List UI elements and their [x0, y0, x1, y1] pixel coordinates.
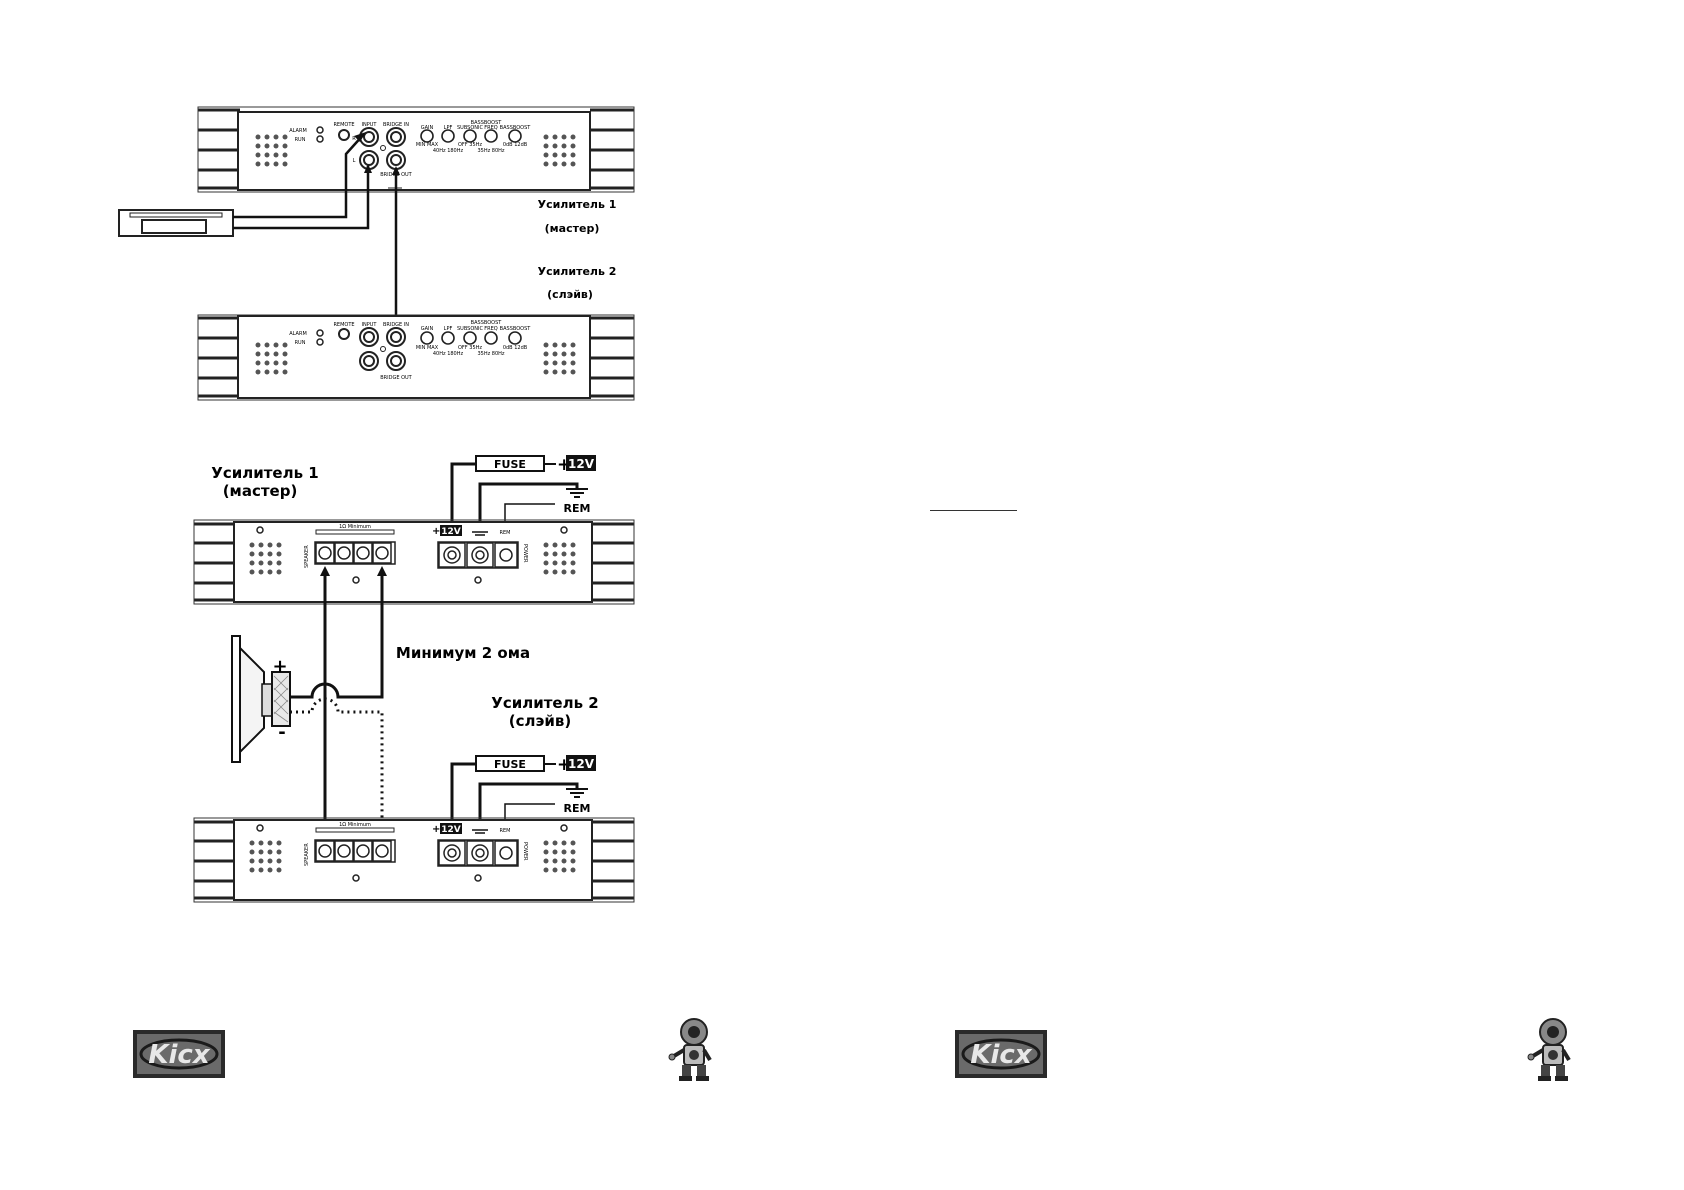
kicx-logo-right: Kicx [955, 1030, 1047, 1078]
kicx-logo-left: Kicx [133, 1030, 225, 1078]
pw-rem-1: REM [500, 530, 511, 536]
amp1-rca-panel: ALARM RUN REMOTE INPUT BRIDGE IN R L BRI… [197, 106, 635, 193]
bass-range: 0dB 12dB [503, 142, 528, 148]
pw-12v-1: 12V [441, 527, 461, 537]
freq-range-2: 35Hz 80Hz [477, 351, 504, 357]
run-label: RUN [295, 137, 306, 143]
remote-label: REMOTE [333, 122, 354, 128]
speaker-plus-label: + [272, 656, 287, 677]
robot-mascot-icon-right [1527, 1018, 1571, 1081]
bassboost-level-label: BASSBOOST [500, 125, 532, 131]
rem-label-2: REM [564, 802, 591, 815]
logo-text-right: Kicx [970, 1040, 1032, 1070]
bassboost-label-2: BASSBOOST [471, 320, 503, 326]
pw-plus-2: + [432, 824, 440, 835]
alarm-label-2: ALARM [289, 331, 307, 337]
bridge-in-label: BRIDGE IN [383, 122, 409, 128]
input-label: INPUT [362, 122, 378, 128]
head-unit [118, 209, 234, 237]
battery-icon-1 [566, 455, 596, 471]
gain-label: GAIN [421, 125, 434, 131]
underline-mark [930, 510, 1017, 511]
power-label-1: POWER [522, 544, 528, 563]
freq-knob [484, 129, 498, 143]
speaker-minus-label: - [278, 722, 285, 743]
bridge-in-label-2: BRIDGE IN [383, 322, 409, 328]
rca-wires [233, 133, 398, 337]
subsonic-range: OFF 35Hz [458, 142, 482, 148]
alarm-label: ALARM [289, 128, 307, 134]
robot-mascot-icon-left [668, 1018, 712, 1081]
bassboost-label: BASSBOOST [471, 120, 503, 126]
minimum-label-2: 1Ω Minimum [339, 822, 371, 828]
lpf-label-2: LPF [444, 326, 453, 332]
run-label-2: RUN [295, 340, 306, 346]
freq-range: 35Hz 80Hz [477, 148, 504, 154]
fuse-label-1: FUSE [494, 458, 526, 471]
logo-text-left: Kicx [148, 1040, 210, 1070]
lpf-label: LPF [444, 125, 453, 131]
pw-rem-2: REM [500, 828, 511, 834]
amp2-title-bottom: Усилитель 2 [491, 694, 598, 712]
subsonic-knob [463, 129, 477, 143]
power-wiring-amp2: FUSE + 12V REM [450, 755, 596, 830]
amp2-terminal-panel: 1Ω Minimum SPEAKER + 12V REM POWER [193, 817, 635, 903]
subwoofer-speaker: + - [231, 635, 291, 763]
run-led [316, 135, 324, 143]
amp1-terminal-panel: 1Ω Minimum SPEAKER + 12V REM POWER [193, 519, 635, 605]
speaker-wires [290, 569, 384, 833]
bridge-in-jack [386, 127, 406, 147]
lpf-range-2: 40Hz 180Hz [433, 351, 464, 357]
pw-12v-2: 12V [441, 825, 461, 835]
fuse-label-2: FUSE [494, 758, 526, 771]
freq-label-2: FREQ [484, 326, 498, 332]
gain-range-2: MIN MAX [416, 345, 439, 351]
amp1-title-top: Усилитель 1 [538, 198, 617, 211]
speaker-label-2: SPEAKER [304, 843, 310, 866]
freq-label: FREQ [484, 125, 498, 131]
min-ohm-label: Минимум 2 ома [396, 644, 530, 662]
amp2-rca-panel: ALARM RUN REMOTE INPUT BRIDGE IN BRIDGE … [197, 314, 635, 401]
input-label-2: INPUT [362, 322, 378, 328]
bass-range-2: 0dB 12dB [503, 345, 528, 351]
amp1-role-bottom: (мастер) [223, 482, 298, 500]
gain-range: MIN MAX [416, 142, 439, 148]
power-wiring-amp1: FUSE + 12V REM [450, 455, 596, 530]
amp2-role-top: (слэйв) [547, 288, 593, 301]
bassboost-level-label-2: BASSBOOST [500, 326, 532, 332]
subsonic-range-2: OFF 35Hz [458, 345, 482, 351]
bassboost-knob [508, 129, 522, 143]
battery-label-1: 12V [568, 457, 595, 471]
subsonic-label: SUBSONIC [457, 125, 484, 131]
l-label: L [353, 158, 356, 164]
gain-label-2: GAIN [421, 326, 434, 332]
speaker-label-1: SPEAKER [304, 545, 310, 568]
slave-speaker-wire-dotted [290, 697, 384, 833]
amp1-role-top: (мастер) [545, 222, 600, 235]
lpf-knob [441, 129, 455, 143]
bridge-out-label-2: BRIDGE OUT [380, 375, 412, 381]
amp1-title-bottom: Усилитель 1 [211, 464, 318, 482]
pw-plus-1: + [432, 526, 440, 537]
alarm-led [316, 126, 324, 134]
remote-jack [338, 129, 350, 141]
rem-label-1: REM [564, 502, 591, 515]
amp2-role-bottom: (слэйв) [509, 712, 571, 730]
power-label-2: POWER [522, 842, 528, 861]
battery-label-2: 12V [568, 757, 595, 771]
lpf-range: 40Hz 180Hz [433, 148, 464, 154]
amp2-title-top: Усилитель 2 [538, 265, 617, 278]
r-label: R [352, 136, 356, 142]
remote-label-2: REMOTE [333, 322, 354, 328]
gain-knob [420, 129, 434, 143]
minimum-label-1: 1Ω Minimum [339, 524, 371, 530]
ground-icon-1 [566, 488, 588, 498]
subsonic-label-2: SUBSONIC [457, 326, 484, 332]
